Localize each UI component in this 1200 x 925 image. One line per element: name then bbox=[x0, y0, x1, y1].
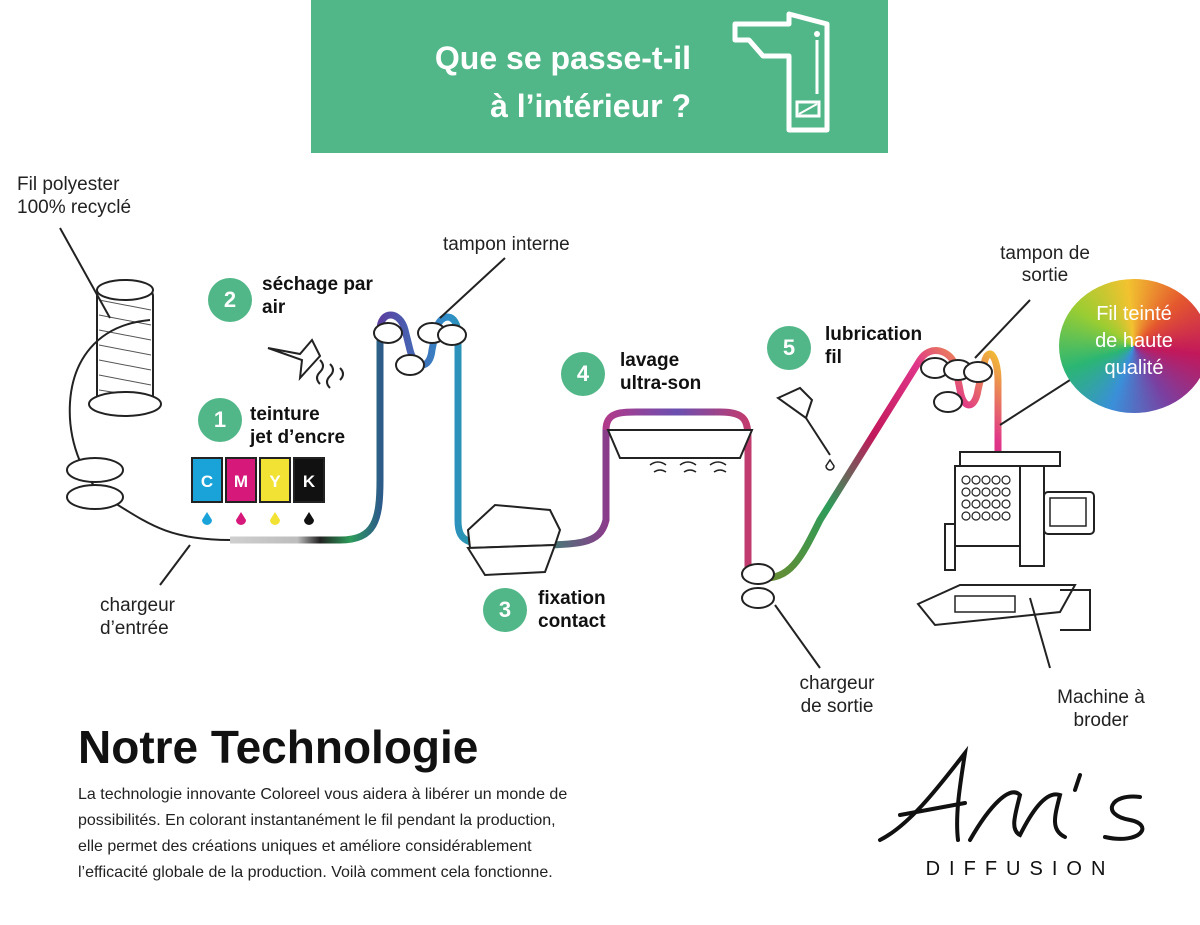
ink-cartridges bbox=[191, 457, 325, 525]
ink-y-label: Y bbox=[269, 472, 281, 491]
step-3-badge: 3 bbox=[483, 588, 527, 632]
step-1-label-1: teinture bbox=[250, 404, 320, 425]
label-machine-1: Machine à bbox=[1057, 687, 1145, 708]
description-line: l’efficacité globale de la production. V… bbox=[78, 864, 553, 881]
ink-c-label: C bbox=[200, 472, 214, 491]
description-line: La technologie innovante Coloreel vous a… bbox=[78, 786, 568, 803]
step-3-label-2: contact bbox=[538, 611, 606, 632]
step-2-label-2: air bbox=[262, 297, 286, 318]
description-line: elle permet des créations uniques et amé… bbox=[78, 838, 532, 855]
ink-m-label: M bbox=[233, 472, 249, 491]
ams-logo-subtitle: DIFFUSION bbox=[925, 858, 1115, 880]
input-loader bbox=[66, 319, 231, 586]
header-banner: Que se passe-t-il à l’intérieur ? bbox=[311, 0, 888, 153]
step-2-badge: 2 bbox=[208, 278, 252, 322]
label-chargeur-sortie-1: chargeur bbox=[799, 673, 875, 694]
output-buffer bbox=[920, 299, 1071, 426]
internal-buffer bbox=[373, 257, 506, 376]
thread-spool bbox=[59, 227, 162, 417]
quality-line3: qualité bbox=[1104, 357, 1164, 379]
step-2-label-1: séchage par bbox=[262, 274, 373, 295]
thread-segment-1 bbox=[230, 330, 384, 544]
label-chargeur-entree-2: d’entrée bbox=[100, 618, 169, 639]
quality-line2: de haute bbox=[1095, 330, 1173, 352]
step-1-label-2: jet d’encre bbox=[250, 427, 346, 448]
quality-line1: Fil teinté bbox=[1096, 303, 1172, 325]
step-4-badge: 4 bbox=[561, 352, 605, 396]
step-5-badge: 5 bbox=[767, 326, 811, 370]
step-3-label-1: fixation bbox=[538, 588, 606, 609]
label-tampon-sortie-2: sortie bbox=[1021, 265, 1069, 286]
banner-title-line1: Que se passe-t-il bbox=[434, 40, 691, 76]
step-4-label-2: ultra-son bbox=[620, 373, 702, 394]
label-tampon-interne: tampon interne bbox=[443, 234, 570, 255]
ams-logo-mark bbox=[878, 745, 1145, 842]
step-4-label-1: lavage bbox=[620, 350, 680, 371]
fixation-contact-unit bbox=[466, 503, 562, 577]
quality-badge: Fil teinté de haute qualité bbox=[1059, 279, 1200, 413]
ink-k-label: K bbox=[302, 472, 316, 491]
label-chargeur-entree-1: chargeur bbox=[100, 595, 175, 616]
label-fil-recycle: 100% recyclé bbox=[17, 197, 132, 218]
section-description: La technologie innovante Coloreel vous a… bbox=[78, 782, 678, 886]
output-loader bbox=[741, 563, 821, 669]
label-chargeur-sortie-2: de sortie bbox=[800, 696, 874, 717]
ultrasonic-washer bbox=[606, 429, 754, 473]
coloreel-unit-icon bbox=[732, 11, 830, 133]
lubrication-nozzle bbox=[776, 386, 835, 471]
embroidery-machine bbox=[916, 451, 1095, 669]
label-fil-polyester: Fil polyester bbox=[17, 174, 120, 195]
label-machine-2: broder bbox=[1073, 710, 1129, 731]
step-5-label-2: fil bbox=[825, 347, 842, 368]
step-5-label-1: lubrication bbox=[825, 324, 923, 345]
air-dryer-nozzle bbox=[267, 338, 344, 389]
section-heading: Notre Technologie bbox=[78, 721, 479, 773]
banner-title-line2: à l’intérieur ? bbox=[490, 88, 691, 124]
step-1-badge: 1 bbox=[198, 398, 242, 442]
label-tampon-sortie-1: tampon de bbox=[1000, 243, 1090, 264]
description-line: possibilités. En colorant instantanément… bbox=[78, 812, 556, 829]
